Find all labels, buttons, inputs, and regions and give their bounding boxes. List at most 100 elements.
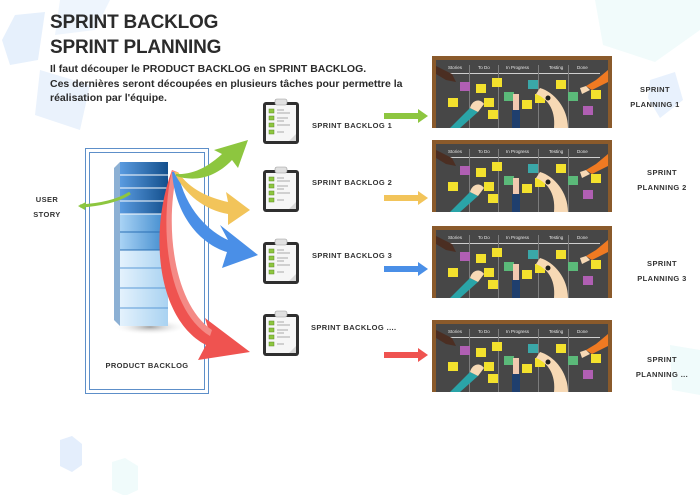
user-story-label: USER STORY [22,192,72,222]
sticky-note [460,252,470,261]
sticky-note [568,92,578,101]
board-column-divider [498,235,499,298]
sprint-backlog-label-3: SPRINT BACKLOG 3 [312,251,393,260]
board-column-header: Testing [549,329,564,334]
clipboard-icon [262,166,300,212]
sticky-note [504,356,514,365]
board-column-header: Testing [549,65,564,70]
board-column-header: To Do [478,149,490,154]
board-surface: Stories To Do In Progress Testing Done [436,60,608,128]
sticky-note [476,254,486,263]
sticky-note [488,194,498,203]
board-header-line [444,337,600,338]
sprint-planning-label-1: SPRINT PLANNING 1 [620,82,690,112]
board-column-divider [498,329,499,392]
arrow-to-planning-4 [384,348,428,362]
sticky-note [583,370,593,379]
board-column-header: To Do [478,65,490,70]
sticky-note [528,344,538,353]
board-column-header: Done [577,65,588,70]
sticky-note [504,176,514,185]
board-column-header: In Progress [506,235,530,240]
arrow-red [159,170,250,360]
board-column-divider [498,149,499,212]
sticky-note [583,190,593,199]
sticky-note [476,168,486,177]
board-column-divider [469,65,470,128]
sticky-note [535,264,545,273]
arrow-to-planning-1 [384,109,428,123]
sticky-note [476,348,486,357]
sticky-note [583,276,593,285]
hands-illustration [436,330,608,392]
sticky-note [504,92,514,101]
sticky-note [504,262,514,271]
sticky-note [556,164,566,173]
product-backlog-frame [85,148,209,394]
board-column-divider [469,235,470,298]
sprint-planning-label-3: SPRINT PLANNING 3 [627,256,697,286]
sprint-backlog-label-1: SPRINT BACKLOG 1 [312,121,393,130]
sticky-note [492,78,502,87]
arrow-to-planning-3 [384,262,428,276]
scrum-board-1: Stories To Do In Progress Testing Done [432,56,612,128]
sticky-note [448,182,458,191]
board-column-divider [498,65,499,128]
sticky-note [591,90,601,99]
board-column-divider [469,329,470,392]
sticky-note [568,176,578,185]
sticky-note [568,262,578,271]
board-header-line [444,73,600,74]
board-column-header: In Progress [506,329,530,334]
board-column-header: Testing [549,149,564,154]
page-title: SPRINT BACKLOG [50,12,219,33]
sticky-note [535,94,545,103]
arrow-yellow [174,172,250,225]
board-column-header: Done [577,329,588,334]
description-line-3: réalisation par l'équipe. [50,92,167,104]
board-column-header: Done [577,149,588,154]
sprint-planning-line-1: SPRINT [647,168,677,177]
board-column-divider [469,149,470,212]
sticky-note [492,342,502,351]
sprint-planning-line-2: PLANNING ... [635,370,689,379]
sprint-planning-line-1: SPRINT [640,85,670,94]
sticky-note [568,356,578,365]
description: Il faut découper le PRODUCT BACKLOG en S… [50,62,402,106]
sticky-note [484,98,494,107]
board-column-header: Stories [448,65,463,70]
arrow-to-planning-2 [384,191,428,205]
sticky-note [591,260,601,269]
board-column-header: To Do [478,329,490,334]
hands-illustration [436,236,608,298]
sticky-note [460,166,470,175]
sprint-backlog-label-2: SPRINT BACKLOG 2 [312,178,393,187]
sprint-planning-line-2: PLANNING 1 [630,100,680,109]
sprint-planning-label-2: SPRINT PLANNING 2 [627,165,697,195]
sticky-note [591,174,601,183]
sticky-note [535,178,545,187]
clipboard-icon [262,238,300,284]
description-line-2: Ces dernières seront découpées en plusie… [50,77,403,90]
sprint-planning-line-1: SPRINT [647,355,677,364]
sticky-note [528,80,538,89]
sticky-note [556,80,566,89]
sticky-note [528,164,538,173]
sticky-note [522,100,532,109]
product-backlog-stack-icon [112,162,188,335]
sprint-planning-line-2: PLANNING 2 [637,183,687,192]
sticky-note [488,280,498,289]
board-column-header: Stories [448,235,463,240]
board-column-header: Testing [549,235,564,240]
sticky-note [556,250,566,259]
sticky-note [522,184,532,193]
board-header-line [444,243,600,244]
board-column-header: In Progress [506,65,530,70]
sticky-note [488,374,498,383]
sticky-note [522,364,532,373]
